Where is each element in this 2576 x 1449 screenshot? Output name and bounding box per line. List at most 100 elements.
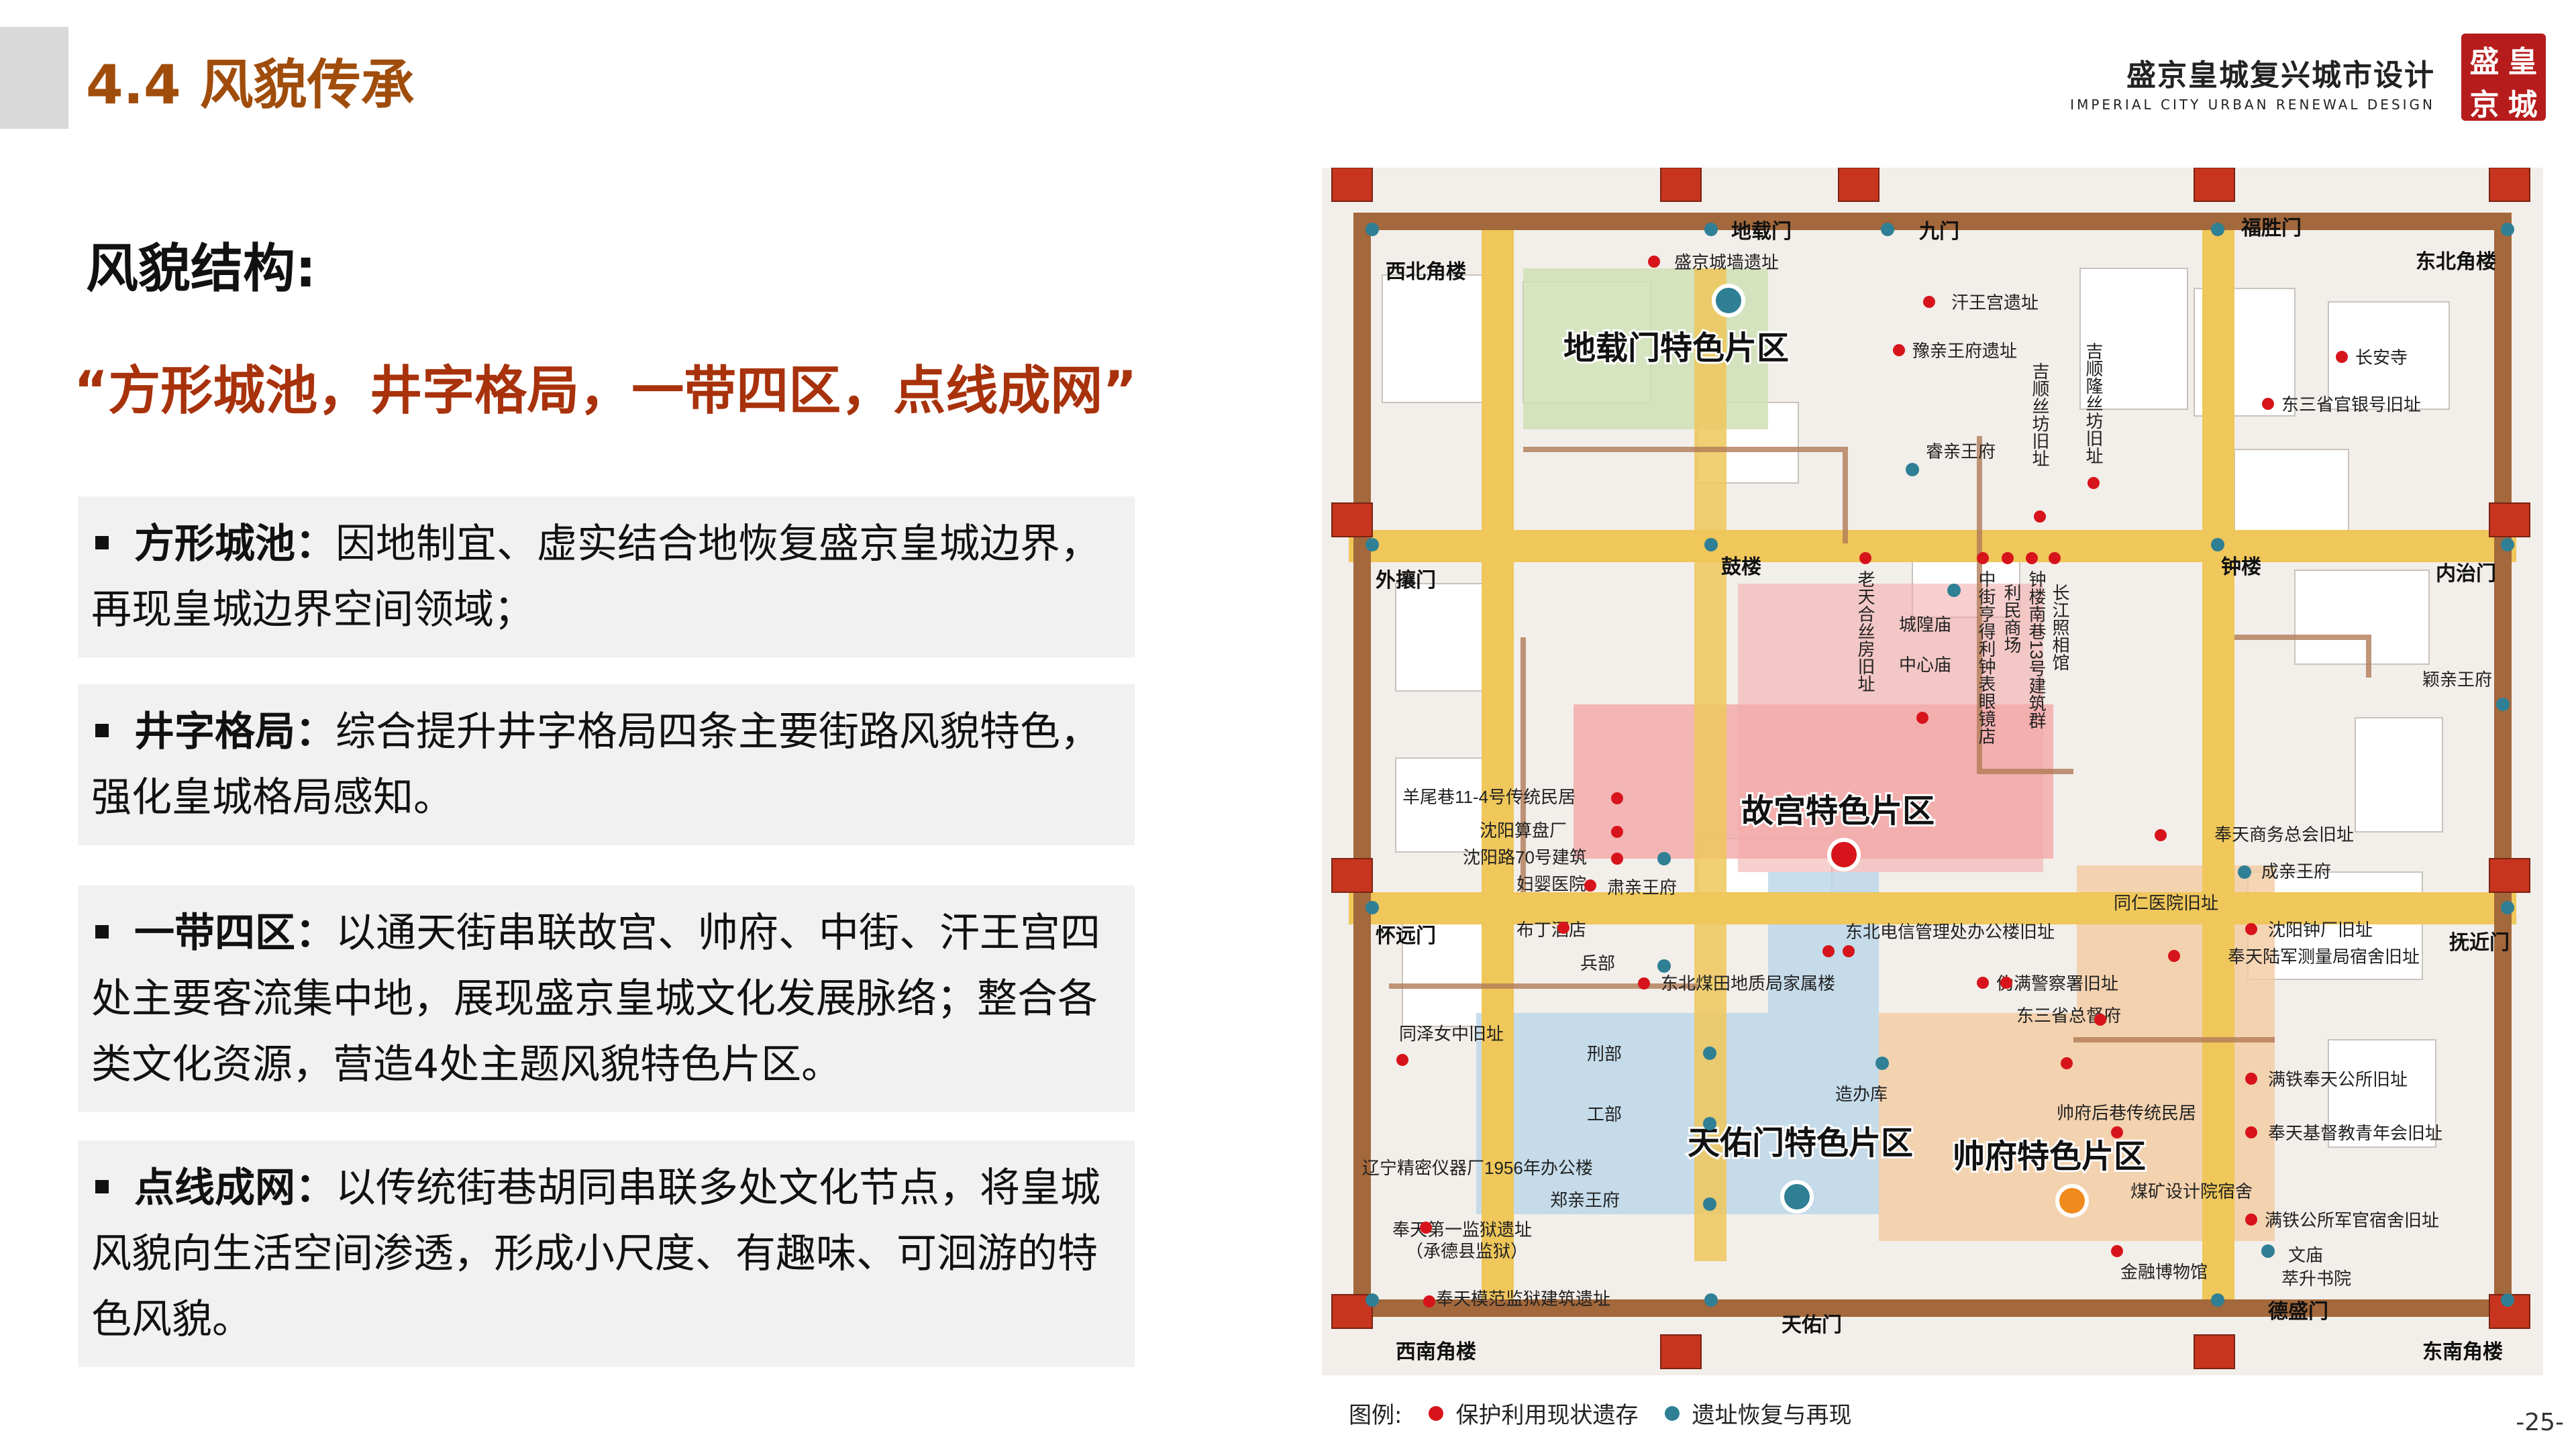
- heritage-label: 奉天基督教青年会旧址: [2268, 1123, 2442, 1143]
- heritage-label: 汗王宫遗址: [1951, 292, 2039, 313]
- vertical-label: 中街亨得利钟表眼镜店: [1976, 570, 1996, 745]
- brand-block: 盛京皇城复兴城市设计 IMPERIAL CITY URBAN RENEWAL D…: [2070, 51, 2435, 113]
- road-north: [1349, 530, 2516, 562]
- gate-label: 内治门: [2436, 563, 2496, 585]
- point-text: 以通天街串联故宫、帅府、中街、汗王宫四处主要客流集中地，展现盛京皇城文化发展脉络…: [91, 910, 1100, 1088]
- district-label: 地载门特色片区: [1563, 331, 1789, 366]
- bullet-icon: [95, 925, 109, 939]
- vertical-label: 老天合丝房旧址: [1855, 570, 1875, 692]
- heritage-label: 工部: [1587, 1104, 1622, 1124]
- heritage-label: 布丁酒店: [1516, 920, 1586, 940]
- gate-labels: 西北角楼 地载门 九门 福胜门 东北角楼 外攘门 鼓楼 钟楼 内治门 怀远门 抚…: [1376, 217, 2510, 1363]
- heritage-label: 满铁奉天公所旧址: [2268, 1069, 2408, 1089]
- heritage-label: 辽宁精密仪器厂1956年办公楼: [1362, 1158, 1593, 1178]
- vertical-label: 吉顺隆丝坊旧址: [2083, 342, 2104, 464]
- heritage-label: 郑亲王府: [1550, 1190, 1620, 1210]
- heritage-label: 同泽女中旧址: [1399, 1024, 1504, 1044]
- heritage-label: 刑部: [1587, 1044, 1622, 1064]
- district-label: 帅府特色片区: [1953, 1139, 2146, 1175]
- point-term: 方形城池：: [134, 521, 336, 568]
- heritage-label: 奉天商务总会旧址: [2214, 824, 2354, 845]
- brand-title-en: IMPERIAL CITY URBAN RENEWAL DESIGN: [2070, 97, 2435, 113]
- road-tongtian: [1694, 268, 1727, 1261]
- district-label: 天佑门特色片区: [1688, 1126, 1913, 1161]
- legend-prefix: 图例:: [1349, 1402, 1402, 1429]
- point-paragraph: 一带四区：以通天街串联故宫、帅府、中街、汗王宫四处主要客流集中地，展现盛京皇城文…: [91, 900, 1121, 1097]
- heritage-label: 肃亲王府: [1607, 877, 1677, 898]
- point-text: 以传统街巷胡同串联多处文化节点，将皇城风貌向生活空间渗透，形成小尺度、有趣味、可…: [91, 1165, 1100, 1343]
- heritage-label: （承德县监狱）: [1406, 1241, 1528, 1261]
- district-tianyoumen: [1476, 872, 1879, 1214]
- point-term: 点线成网：: [134, 1165, 336, 1212]
- seal-char: 盛: [2469, 45, 2500, 79]
- heritage-label: 东北电信管理处办公楼旧址: [1845, 922, 2055, 942]
- heritage-label: 豫亲王府遗址: [1912, 341, 2017, 361]
- heritage-label: 帅府后巷传统民居: [2057, 1103, 2196, 1123]
- point-card-4: 点线成网：以传统街巷胡同串联多处文化节点，将皇城风貌向生活空间渗透，形成小尺度、…: [78, 1140, 1135, 1367]
- vertical-label: 吉顺丝坊旧址: [2030, 362, 2050, 467]
- road-south: [1349, 892, 2516, 924]
- district-gugong-core: [1738, 584, 2043, 872]
- heritage-label: 城隍庙: [1899, 614, 1951, 635]
- gate-label: 地载门: [1731, 221, 1792, 243]
- restored-site-dots: [1366, 223, 2514, 1307]
- gate-label: 东北角楼: [2416, 250, 2496, 273]
- point-card-3: 一带四区：以通天街串联故宫、帅府、中街、汗王宫四处主要客流集中地，展现盛京皇城文…: [78, 885, 1135, 1112]
- heritage-label: 兵部: [1580, 953, 1615, 973]
- heritage-alleys: [1389, 436, 2371, 1042]
- gate-label: 抚近门: [2449, 932, 2510, 954]
- point-paragraph: 井字格局：综合提升井字格局四条主要街路风貌特色，强化皇城格局感知。: [91, 699, 1121, 830]
- protected-heritage-dots: [1396, 256, 2348, 1307]
- district-center-marker: [1780, 1180, 1814, 1214]
- vertical-label: 利民商场: [2002, 584, 2022, 653]
- heritage-label: 奉天第一监狱遗址: [1392, 1220, 1532, 1240]
- heritage-label: 睿亲王府: [1926, 441, 1996, 462]
- legend-red-label: 保护利用现状遗存: [1455, 1402, 1639, 1429]
- heritage-label: 中心庙: [1899, 655, 1951, 675]
- gate-label: 九门: [1919, 221, 1959, 243]
- gate-label: 鼓楼: [1721, 556, 1761, 578]
- district-center-marker: [1712, 284, 1745, 317]
- gate-tower-icons: [1331, 168, 2530, 1369]
- seal-char: 京: [2469, 88, 2500, 122]
- heritage-label: 成亲王府: [2261, 861, 2331, 881]
- heritage-label: 满铁公所军官宿舍旧址: [2265, 1210, 2439, 1230]
- heritage-label: 沈阳算盘厂: [1480, 820, 1567, 841]
- gate-label: 钟楼: [2221, 556, 2261, 578]
- heritage-label: 盛京城墙遗址: [1674, 252, 1779, 272]
- bullet-icon: [95, 1180, 109, 1194]
- gate-label: 外攘门: [1376, 569, 1436, 592]
- heritage-label: 东三省官银号旧址: [2281, 394, 2421, 415]
- point-paragraph: 方形城池：因地制宜、虚实结合地恢复盛京皇城边界，再现皇城边界空间领域；: [91, 511, 1121, 643]
- subheading: 风貌结构:: [86, 239, 317, 299]
- map-legend: 图例: 保护利用现状遗存 遗址恢复与再现: [1349, 1397, 1851, 1430]
- heritage-label: 颖亲王府: [2422, 669, 2492, 690]
- point-card-1: 方形城池：因地制宜、虚实结合地恢复盛京皇城边界，再现皇城边界空间领域；: [78, 496, 1135, 657]
- vertical-label: 钟楼南巷13号建筑群: [2026, 570, 2047, 729]
- heritage-label: 妇婴医院: [1516, 874, 1586, 894]
- vertical-heritage-labels: 吉顺丝坊旧址 吉顺隆丝坊旧址 老天合丝房旧址 中街亨得利钟表眼镜店 利民商场 钟…: [1855, 342, 2104, 745]
- gate-label: 怀远门: [1376, 925, 1436, 947]
- point-term: 一带四区：: [134, 910, 336, 957]
- heritage-label: 文庙: [2288, 1245, 2323, 1265]
- seal-char: 城: [2508, 88, 2538, 122]
- point-term: 井字格局：: [134, 708, 336, 755]
- bullet-icon: [95, 536, 109, 550]
- vertical-label: 长江照相馆: [2050, 584, 2070, 671]
- heritage-label: 沈阳路70号建筑: [1463, 847, 1587, 867]
- heritage-label: 长安寺: [2355, 347, 2408, 368]
- heritage-label: 金融博物馆: [2120, 1262, 2208, 1282]
- district-labels: 地载门特色片区 故宫特色片区 天佑门特色片区 帅府特色片区: [1561, 329, 2148, 1177]
- gate-label: 德盛门: [2268, 1301, 2328, 1323]
- gate-label: 西南角楼: [1396, 1341, 1476, 1363]
- heritage-label: 萃升书院: [2281, 1269, 2351, 1289]
- gate-label: 天佑门: [1782, 1314, 1842, 1336]
- brand-seal-logo: 盛 皇 京 城: [2461, 34, 2546, 122]
- imperial-city-structure-map: 西北角楼 地载门 九门 福胜门 东北角楼 外攘门 鼓楼 钟楼 内治门 怀远门 抚…: [1322, 168, 2543, 1375]
- point-text: 因地制宜、虚实结合地恢复盛京皇城边界，再现皇城边界空间领域；: [91, 521, 1100, 633]
- heritage-label: 羊尾巷11-4号传统民居: [1402, 787, 1576, 807]
- point-card-2: 井字格局：综合提升井字格局四条主要街路风貌特色，强化皇城格局感知。: [78, 684, 1135, 845]
- bullet-icon: [95, 724, 109, 738]
- point-paragraph: 点线成网：以传统街巷胡同串联多处文化节点，将皇城风貌向生活空间渗透，形成小尺度、…: [91, 1155, 1121, 1352]
- heritage-label: 沈阳钟厂旧址: [2268, 920, 2373, 940]
